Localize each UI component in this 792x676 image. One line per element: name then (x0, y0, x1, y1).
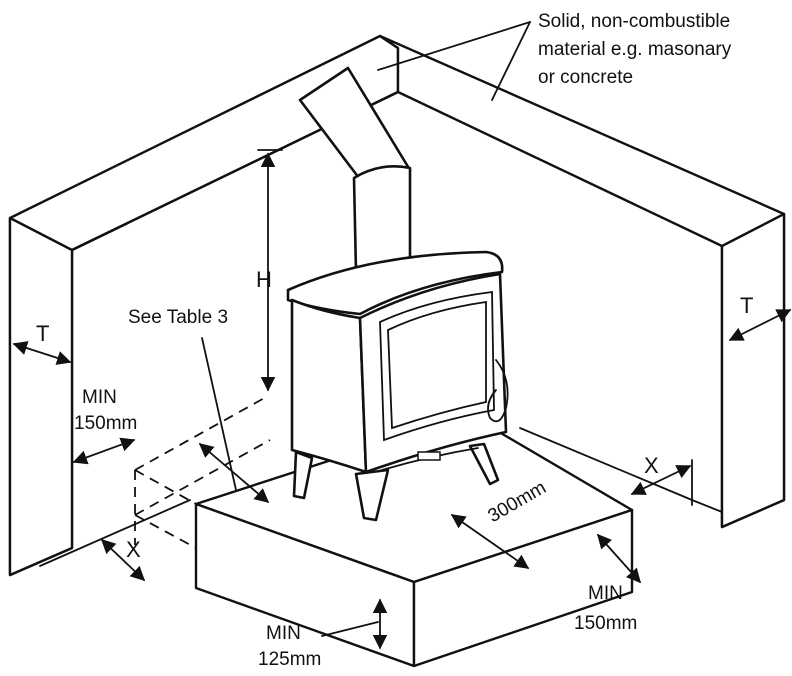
thickness-left-dim (12, 341, 72, 365)
back-right-wall (378, 34, 786, 529)
min-hearth-label-2: 125mm (258, 649, 322, 670)
min-hearth-leader (321, 621, 379, 637)
see-table-dim (198, 443, 270, 503)
x-left-label: X (126, 537, 141, 562)
see-table-label: See Table 3 (128, 307, 229, 328)
material-label-line2: material e.g. masonary (538, 39, 732, 60)
thickness-right-dim (728, 309, 792, 341)
back-left-wall (8, 34, 400, 577)
min-right-label-2: 150mm (574, 613, 638, 634)
stove (286, 250, 509, 522)
see-table-leader (201, 337, 237, 491)
height-dimension (257, 149, 283, 392)
min-right-label-1: MIN (588, 583, 623, 604)
min-hearth-label-1: MIN (266, 623, 301, 644)
floor-line-left (39, 499, 191, 567)
thickness-right-label: T (740, 293, 754, 318)
material-leader-2 (491, 21, 531, 101)
flue-pipe (298, 66, 412, 276)
min-right-dim (597, 533, 641, 584)
min-left-dim (72, 437, 136, 465)
min-left-label-1: MIN (82, 387, 117, 408)
min-left-label-2: 150mm (74, 413, 138, 434)
thickness-left-label: T (36, 321, 50, 346)
height-label: H (256, 267, 272, 292)
x-right-label: X (644, 453, 659, 478)
x-left-dim (100, 539, 146, 581)
material-label-line1: Solid, non-combustible (538, 11, 731, 32)
material-label-line3: or concrete (538, 67, 634, 88)
material-leader-1 (377, 21, 531, 71)
front-300-dim (450, 514, 530, 569)
x-right-dim (630, 465, 692, 495)
